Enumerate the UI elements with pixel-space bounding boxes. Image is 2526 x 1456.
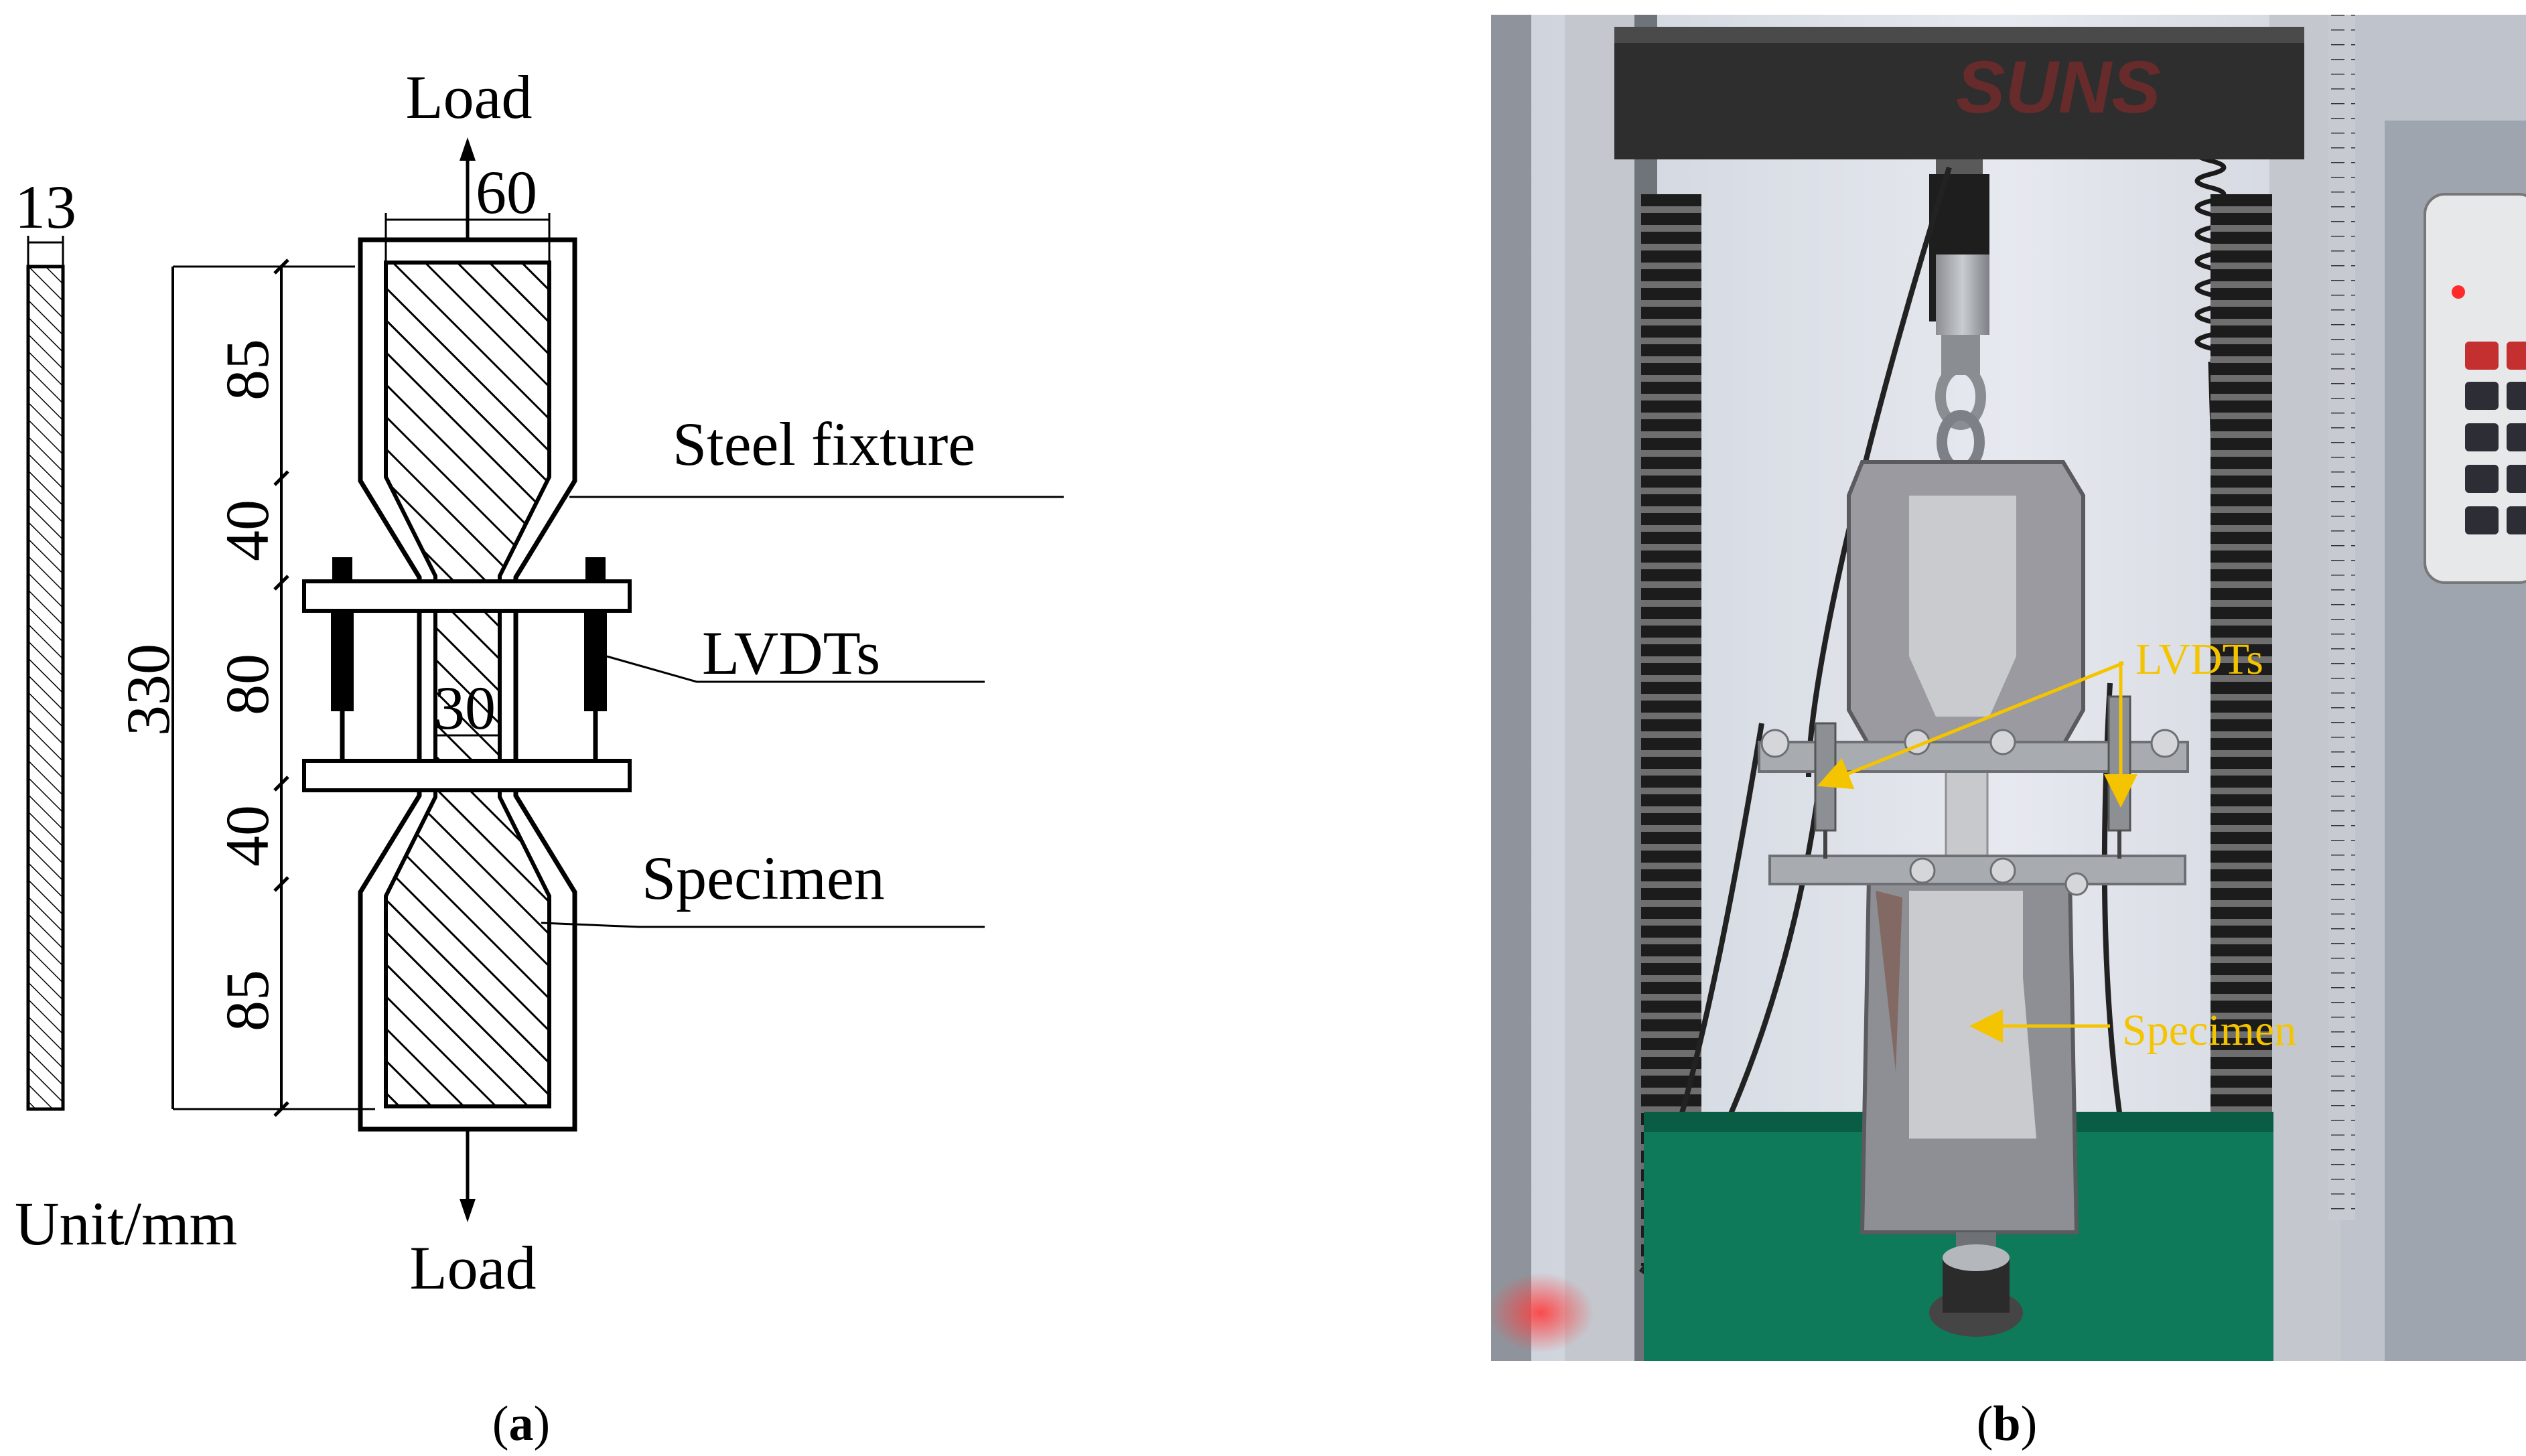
leader-lvdts [606,655,985,683]
unit-label: Unit/mm [15,1189,237,1258]
dim-segment-3: 80 [213,654,281,715]
steel-fixture-label: Steel fixture [673,410,975,478]
dim-segment-1: 85 [213,339,281,401]
caption-b: (b) [1977,1396,2037,1451]
controller-pendant [2424,193,2526,584]
ruler-scale [2328,15,2355,1220]
leader-specimen [541,922,985,928]
dim-width-label: 60 [476,158,537,226]
lvdt-left [331,557,354,761]
panel-b-photo: SUNS [1491,15,2526,1361]
crosshead [1614,27,2304,159]
specimen-label: Specimen [642,844,885,912]
lvdts-label: LVDTs [702,619,880,687]
specimen-hatched [384,261,551,1108]
dim-thickness-label: 13 [15,173,76,241]
dim-segment-4: 40 [213,805,281,867]
dim-segment-5: 85 [213,970,281,1031]
photo-specimen-label: Specimen [2122,1006,2296,1055]
load-bottom-label: Load [409,1234,536,1302]
specimen-side-view [26,265,65,1111]
load-top-label: Load [405,63,532,131]
dim-segment-2: 40 [213,500,281,561]
frame-column-left [1565,15,1644,1361]
dim-total-label: 330 [114,644,182,736]
photo-annotations [1817,661,2137,1043]
panel-a-schematic: Load Load 13 60 30 330 85 40 80 40 85 St… [15,63,1064,1302]
lvdt-plate-top [302,579,632,613]
vent-panel-left [1641,194,1701,1266]
lvdt-right [584,557,607,761]
photo-lvdts-label: LVDTs [2135,635,2263,684]
vent-panel-right [2211,194,2272,1266]
caption-a: (a) [492,1396,550,1451]
svg-text:SUNS: SUNS [1956,46,2161,129]
steel-fixture-outline [358,237,577,1132]
photo-clamp-bottom [1768,855,2186,885]
dim-neck-label: 30 [434,674,496,742]
lvdt-plate-bottom [302,759,632,792]
photo-lvdt-left [1814,722,1837,832]
